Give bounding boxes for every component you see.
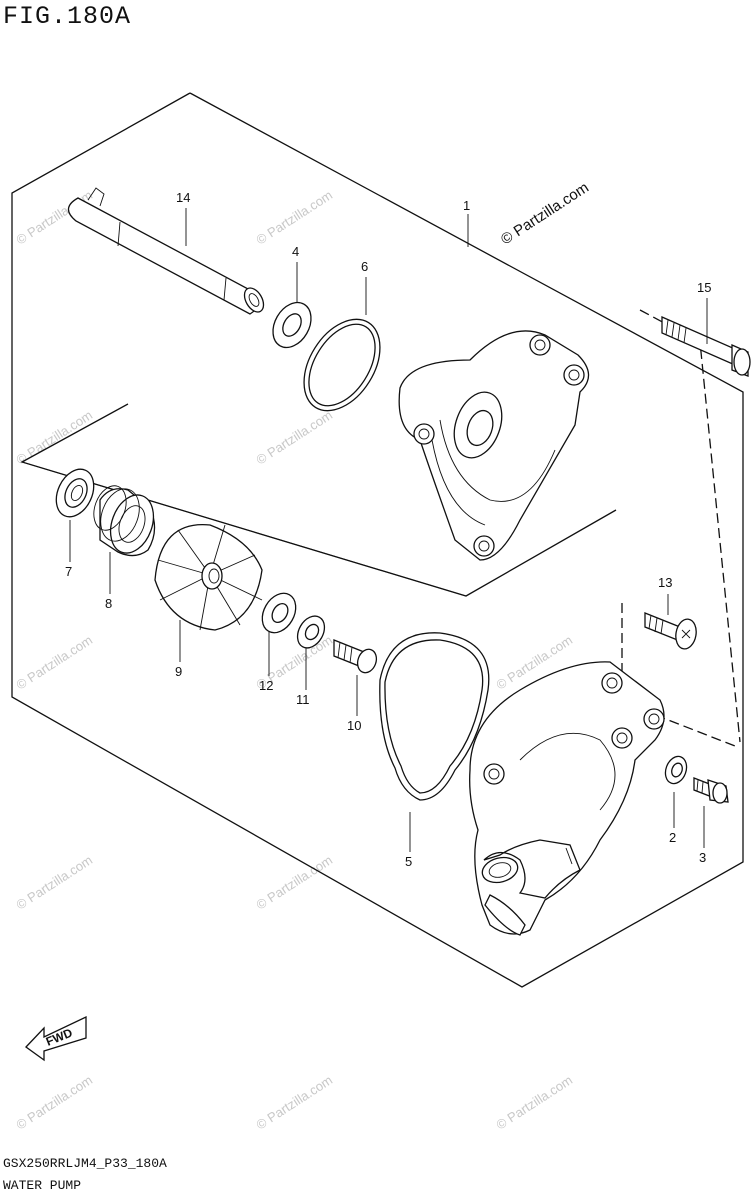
bolt-part-13 — [644, 612, 697, 650]
callout-11: 11 — [296, 692, 310, 707]
watermark: © Partzilla.com — [13, 1072, 95, 1132]
callout-numbers: 1 2 3 4 5 6 7 8 9 10 11 12 13 14 15 — [65, 190, 711, 869]
callout-6: 6 — [361, 259, 368, 274]
impeller-part-9 — [154, 524, 263, 631]
watermark: © Partzilla.com — [13, 632, 95, 692]
callout-leaders — [69, 208, 708, 852]
watermark: © Partzilla.com — [13, 407, 95, 467]
washer-part-12 — [261, 592, 297, 634]
gasket-part-5 — [379, 632, 490, 801]
watermark: © Partzilla.com — [493, 1072, 575, 1132]
mechanical-seal-part-8 — [93, 485, 156, 557]
bolt-part-10 — [333, 639, 378, 674]
section-name: WATER PUMP — [3, 1178, 82, 1193]
pump-cover-body — [398, 330, 590, 561]
watermark: © Partzilla.com — [13, 852, 95, 912]
callout-10: 10 — [347, 718, 361, 733]
fwd-arrow: FWD — [25, 1015, 87, 1062]
callout-12: 12 — [259, 678, 273, 693]
callout-5: 5 — [405, 854, 412, 869]
watermark: © Partzilla.com — [253, 852, 335, 912]
callout-4: 4 — [292, 244, 299, 259]
bolt-part-15 — [661, 316, 751, 377]
brand-mark: © Partzilla.com — [498, 179, 592, 248]
watermark: © Partzilla.com — [253, 407, 335, 467]
callout-7: 7 — [65, 564, 72, 579]
pump-housing — [469, 661, 665, 936]
callout-3: 3 — [699, 850, 706, 865]
cover-outline — [20, 403, 617, 597]
figure-title: FIG.180A — [3, 2, 132, 31]
o-ring-part-6 — [303, 318, 381, 412]
assembly-outline — [11, 92, 744, 988]
pump-shaft — [67, 187, 265, 315]
callout-1: 1 — [463, 198, 470, 213]
callout-9: 9 — [175, 664, 182, 679]
washer-part-4 — [272, 301, 312, 349]
watermark: © Partzilla.com — [253, 1072, 335, 1132]
leader-lines — [621, 309, 741, 747]
callout-8: 8 — [105, 596, 112, 611]
washer-part-11 — [296, 615, 326, 649]
callout-15: 15 — [697, 280, 711, 295]
model-code: GSX250RRLJM4_P33_180A — [3, 1156, 167, 1171]
callout-14: 14 — [176, 190, 190, 205]
callout-13: 13 — [658, 575, 672, 590]
seal-part-7 — [55, 468, 95, 518]
callout-2: 2 — [669, 830, 676, 845]
washer-part-2 — [664, 755, 688, 785]
watermark: © Partzilla.com — [253, 187, 335, 247]
bolt-part-3 — [693, 777, 729, 804]
